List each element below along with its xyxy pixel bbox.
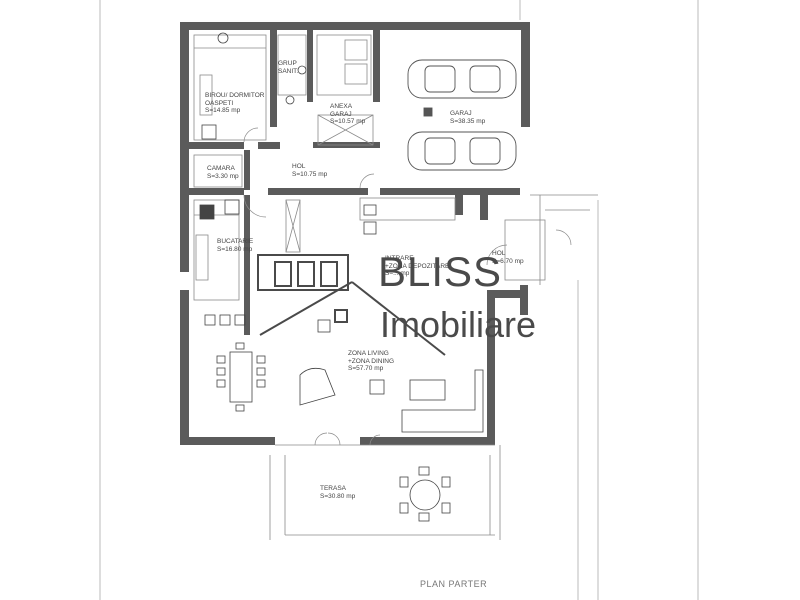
terrace-table [409, 479, 441, 511]
logo-house-icon [257, 254, 446, 356]
interior-lines [193, 34, 598, 540]
room-label-living: ZONA LIVING +ZONA DINING S=57.70 mp [348, 350, 395, 372]
watermark-subbrand: Imobiliare [380, 304, 537, 345]
door-swings [243, 127, 572, 446]
room-label-hol-east: HOL S=6.70 mp [492, 250, 524, 265]
room-label-terasa: TERASA S=30.80 mp [320, 485, 356, 500]
watermark-brand: BLISS [378, 248, 503, 295]
furniture [199, 32, 484, 522]
room-label-anexa-garaj: ANEXA GARAJ S=10.57 mp [330, 103, 366, 125]
room-label-garaj: GARAJ S=38.35 mp [450, 110, 486, 125]
plan-title: PLAN PARTER [420, 579, 488, 589]
dining-table [229, 351, 253, 403]
room-label-birou: BIROU/ DORMITOR OASPETI S=14.85 mp [205, 92, 265, 114]
room-label-bucatarie: BUCATARIE S=16.80 mp [217, 238, 254, 253]
room-label-grup-sanitar: GRUP SANIT. [278, 60, 299, 75]
car-icons [407, 59, 517, 171]
room-label-camara: CAMARA S=3.30 mp [207, 165, 239, 180]
room-label-intrare: INTRARE +ZONA DEPOZITARE S=... mp [385, 255, 450, 277]
site-lines [99, 0, 699, 600]
room-label-hol-north: HOL S=10.75 mp [292, 163, 328, 178]
walls [180, 22, 530, 445]
